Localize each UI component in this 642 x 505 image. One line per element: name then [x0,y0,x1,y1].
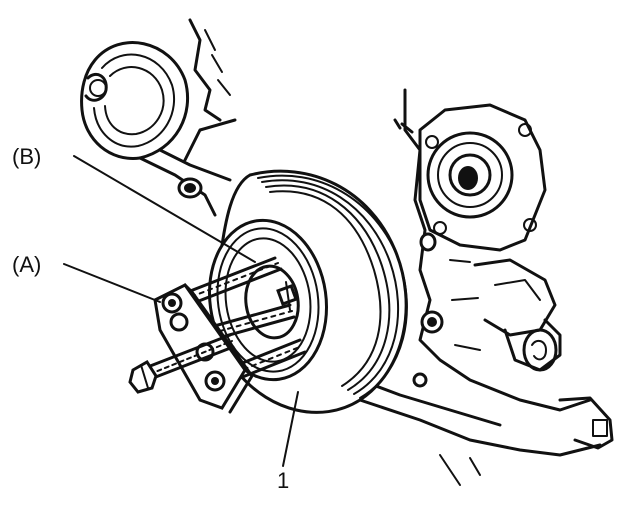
label-a: (A) [12,252,41,277]
bracket-bolt [177,177,203,199]
label-b-callout: (B) [12,144,256,263]
pulley-puller-tool [128,256,307,414]
center-forcing-screw [128,333,235,394]
label-1: 1 [277,468,289,493]
upper-accessory-pulley [80,18,237,217]
label-1-callout: 1 [277,391,299,493]
label-b: (B) [12,144,41,169]
engine-block [358,88,614,486]
label-a-callout: (A) [12,252,161,303]
